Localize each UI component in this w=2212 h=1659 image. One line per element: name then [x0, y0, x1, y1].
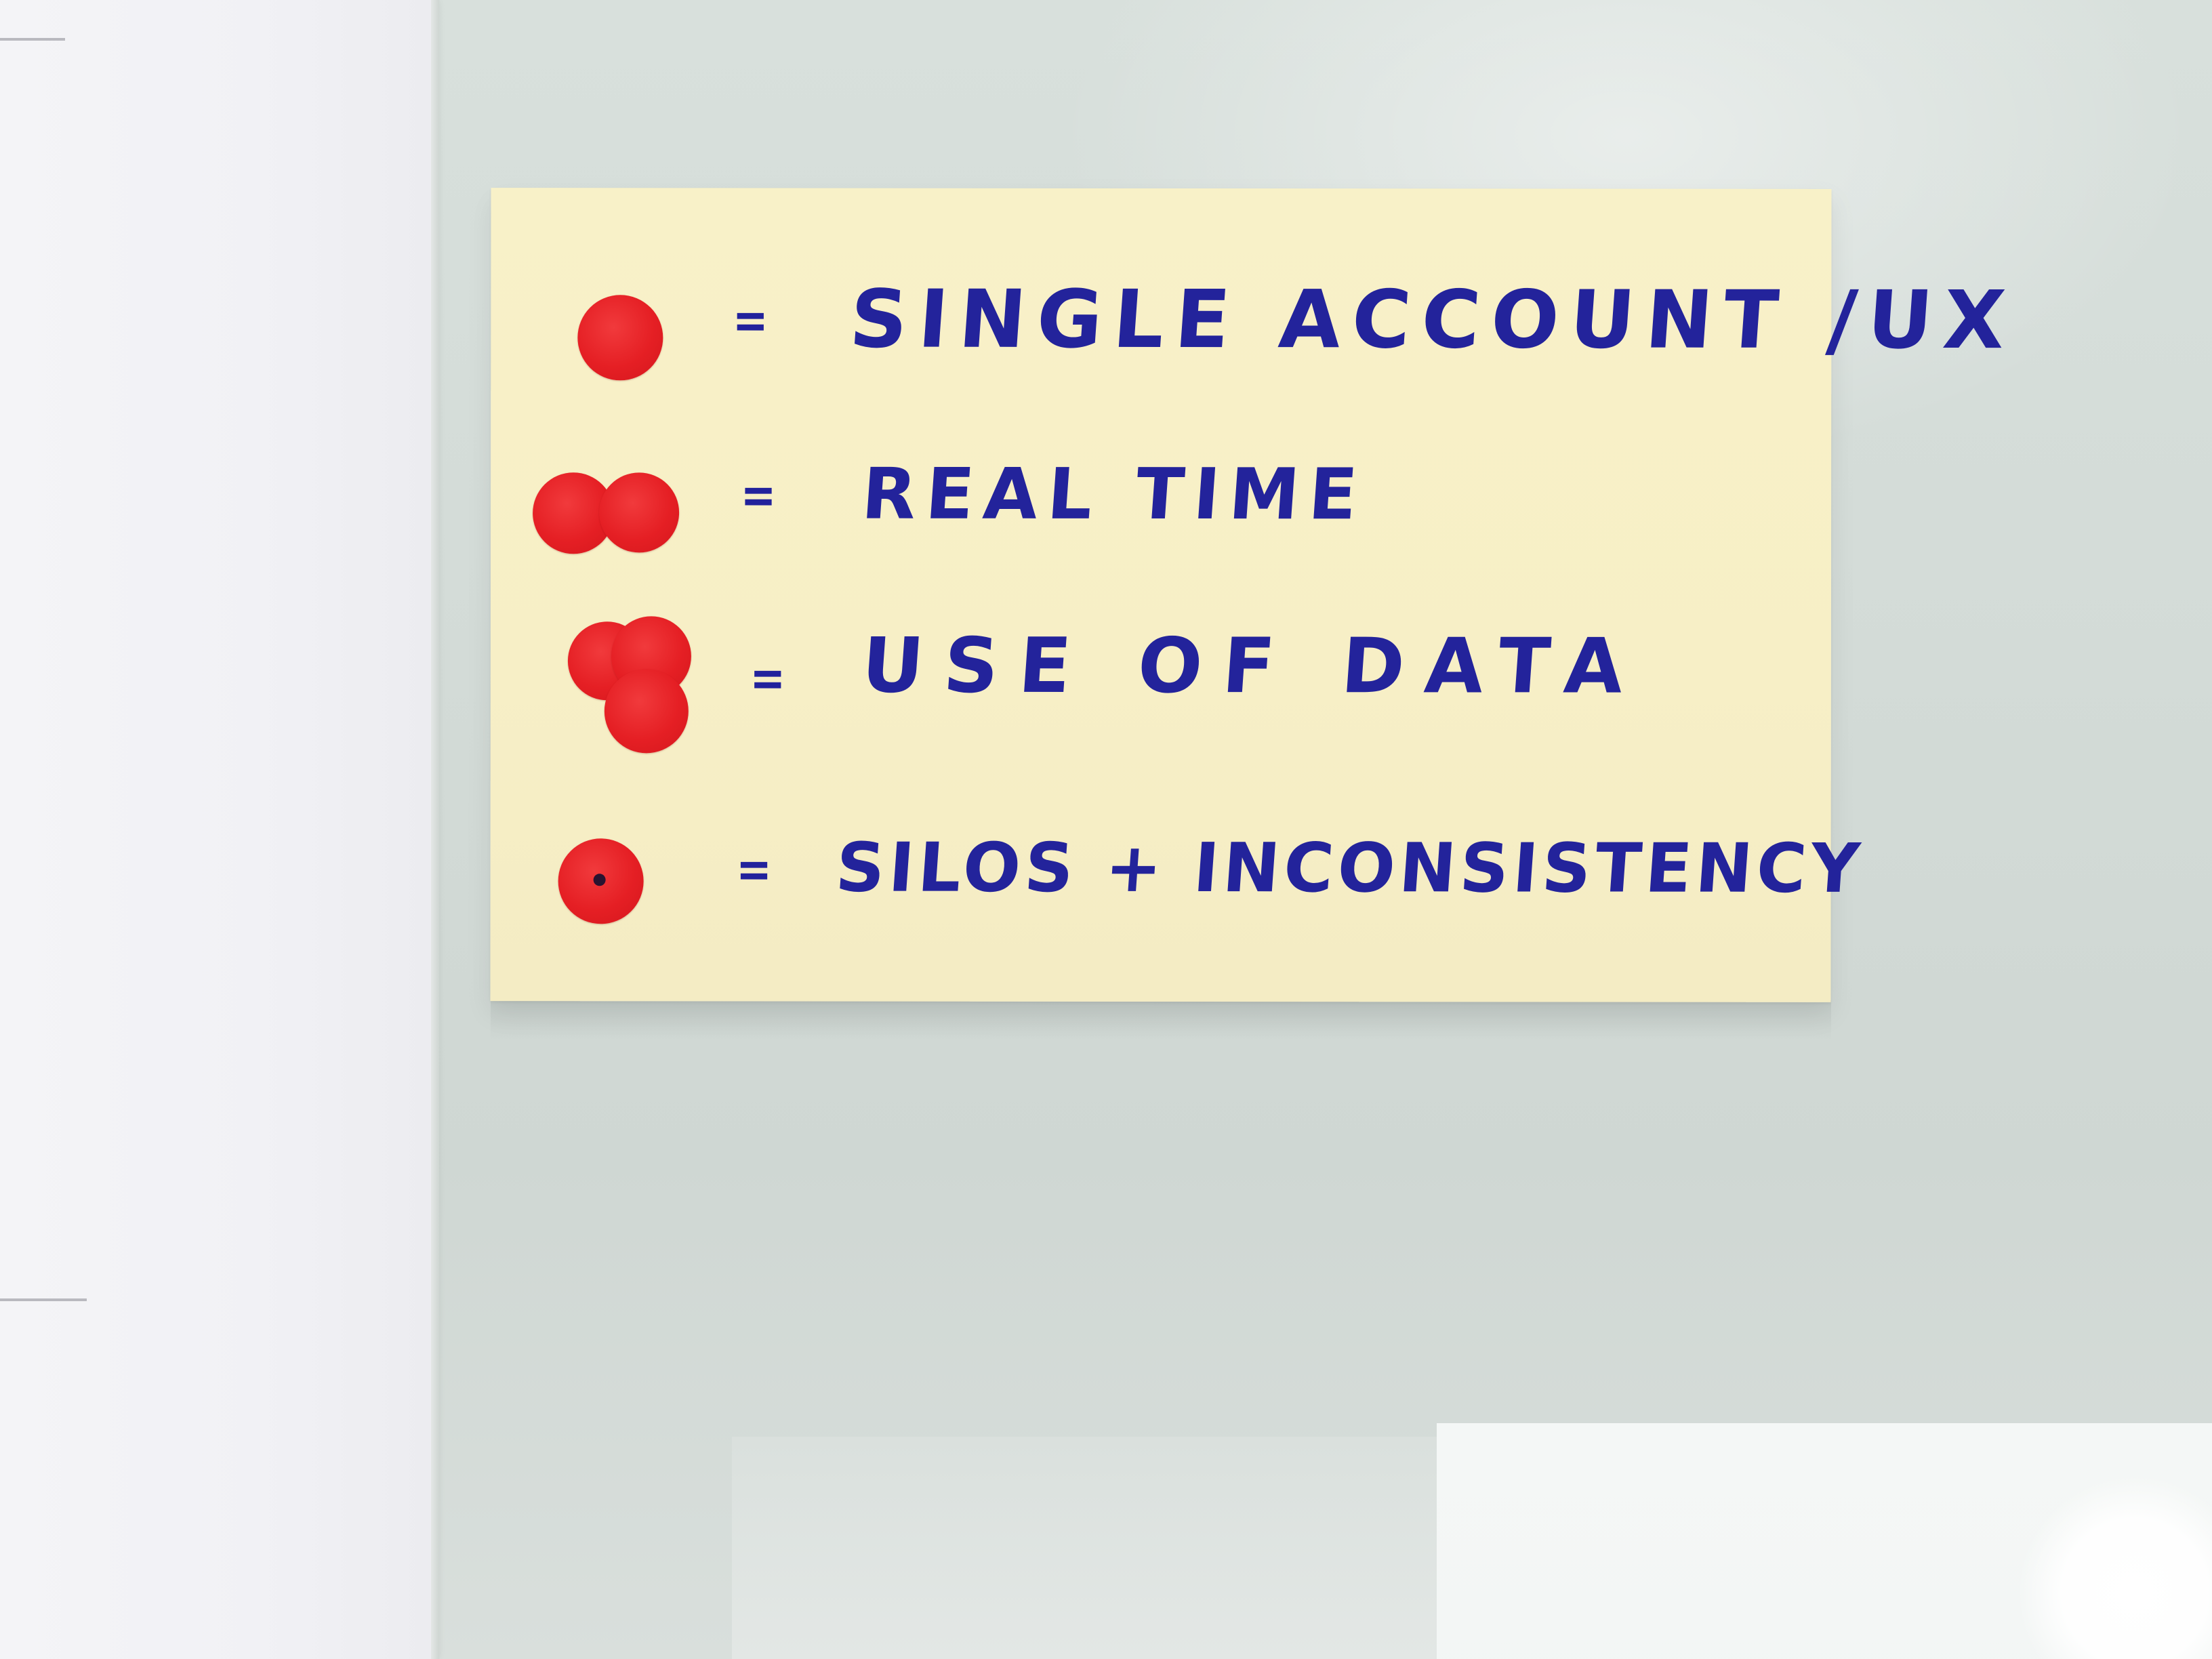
- black-center-dot: [593, 874, 606, 886]
- paper-tick-mark: [0, 38, 65, 41]
- sticky-note-shadow: [491, 1000, 1831, 1041]
- red-dot-with-center-sticker-icon: [558, 838, 644, 924]
- paper-sheet-edge: [431, 0, 439, 1659]
- sticky-note: = SINGLE ACCOUNT /UX = REAL TIME = USE O…: [490, 188, 2019, 1002]
- legend-row-use-of-data-text: USE OF DATA: [859, 621, 1647, 711]
- legend-label-use-of-data: USE OF DATA: [859, 621, 1647, 711]
- legend-row-single-account-text: SINGLE ACCOUNT /UX: [846, 272, 2019, 367]
- legend-row-silos: =: [739, 838, 770, 899]
- legend-label-silos-inconsistency: SILOS + INCONSISTENCY: [833, 827, 1866, 908]
- legend-row-real-time-text: REAL TIME: [859, 453, 1370, 536]
- legend-label-real-time: REAL TIME: [859, 452, 1370, 536]
- legend-row-silos-text: SILOS + INCONSISTENCY: [833, 827, 1866, 908]
- white-paper-sheet: [0, 0, 434, 1659]
- legend-row-real-time: =: [743, 464, 774, 525]
- equals-sign: =: [735, 289, 766, 350]
- paper-tick-mark: [0, 1298, 87, 1301]
- equals-sign: =: [752, 647, 783, 708]
- red-dot-sticker-icon: [577, 295, 663, 381]
- red-dot-sticker-icon: [599, 472, 680, 553]
- equals-sign: =: [738, 838, 770, 899]
- wall-reflection-left: [732, 1437, 1437, 1659]
- legend-row-single-account: =: [735, 289, 766, 350]
- equals-sign: =: [743, 464, 774, 525]
- legend-row-use-of-data: =: [752, 647, 783, 708]
- red-dot-sticker-icon: [604, 669, 689, 754]
- legend-label-single-account: SINGLE ACCOUNT /UX: [846, 272, 2020, 367]
